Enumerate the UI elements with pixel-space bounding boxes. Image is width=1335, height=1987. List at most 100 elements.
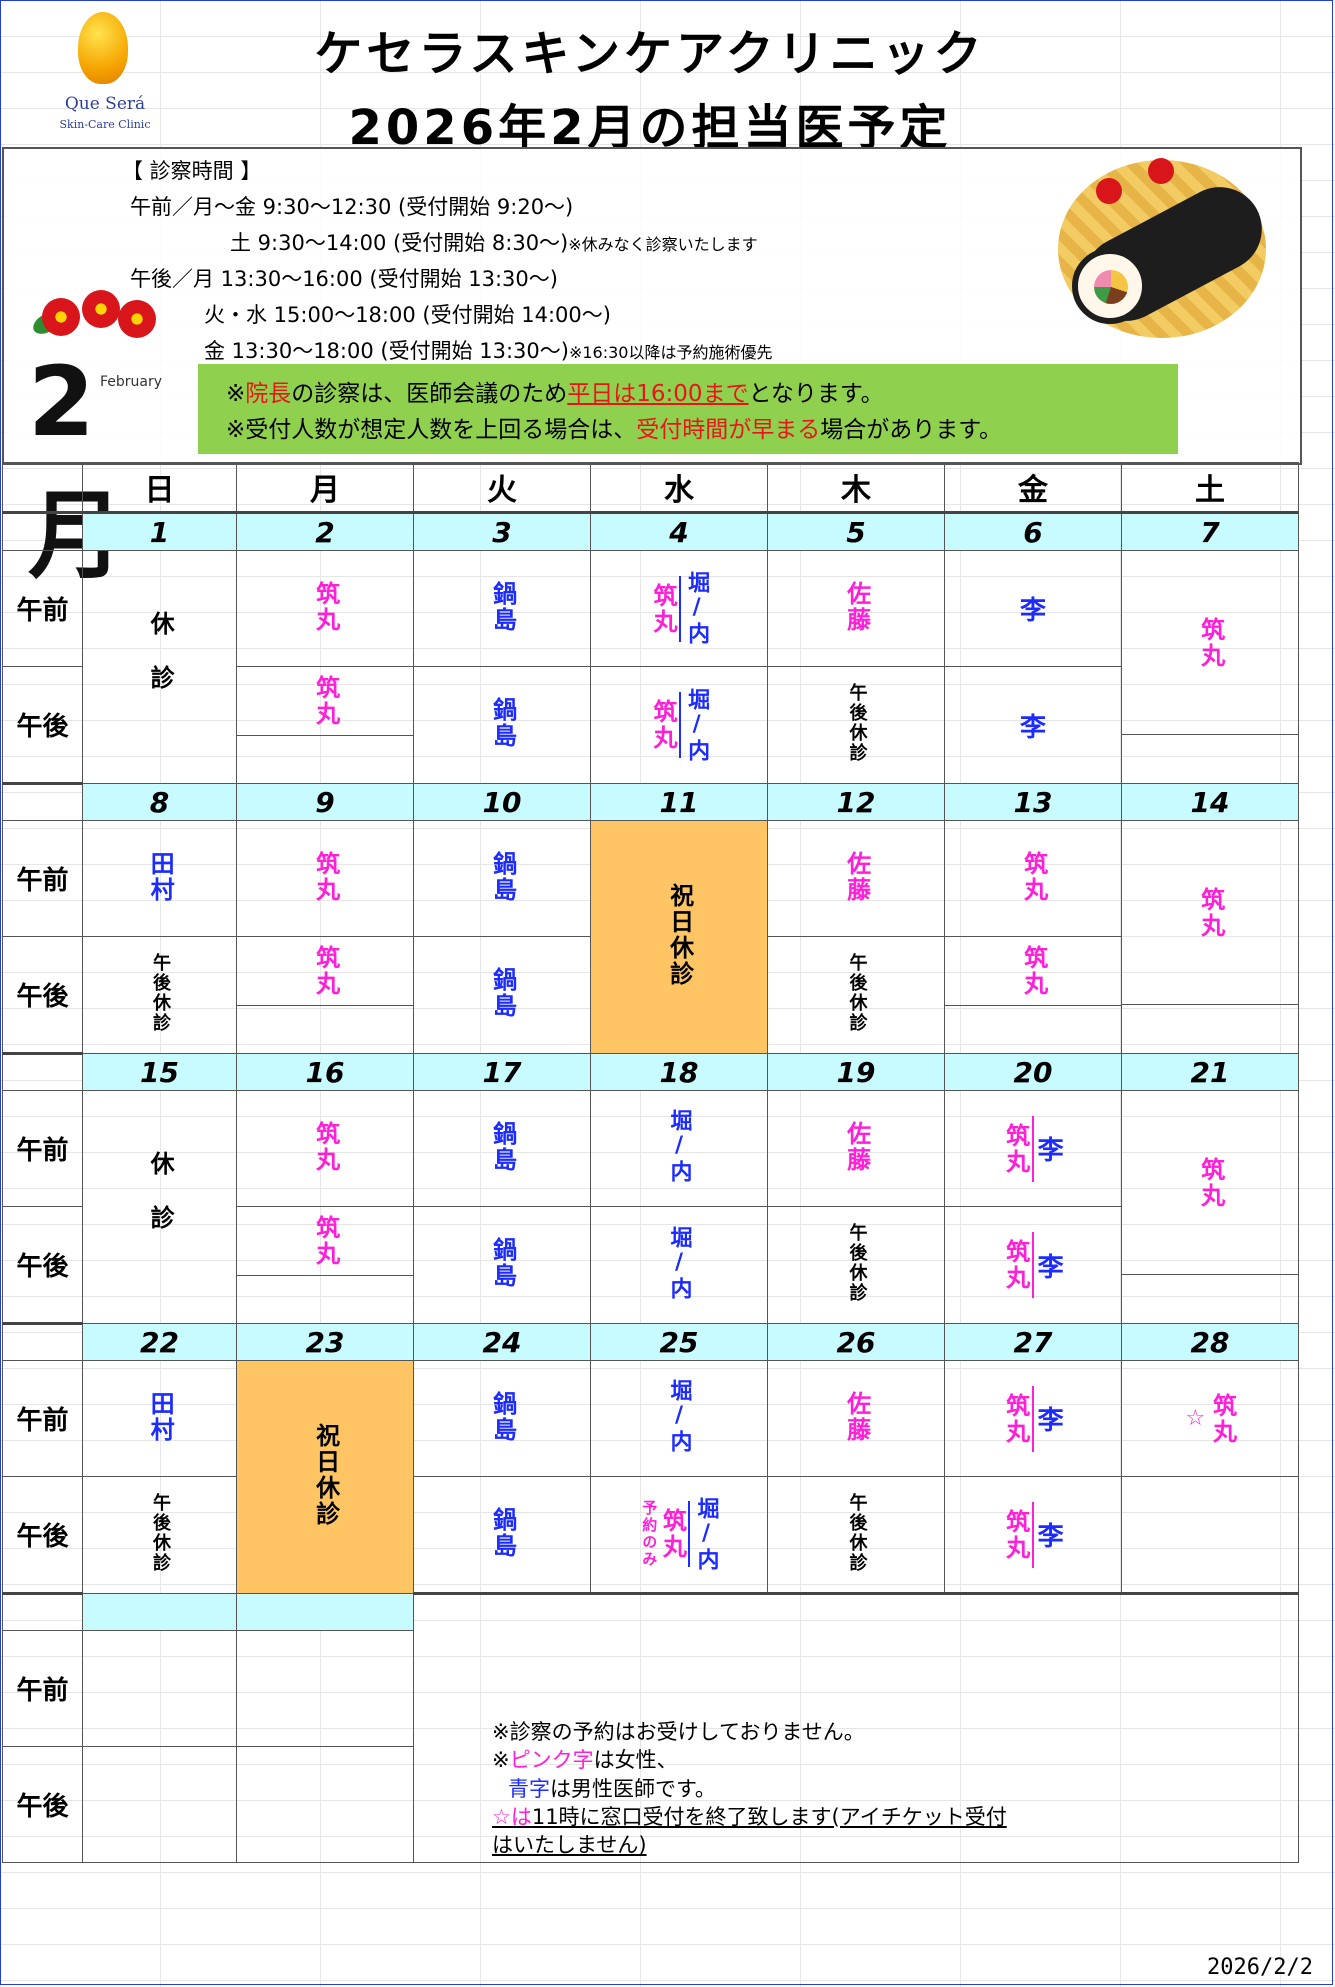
doctor-name: 筑丸 bbox=[649, 699, 678, 751]
date-cell: 13 bbox=[944, 783, 1122, 821]
schedule-cell bbox=[236, 1630, 414, 1747]
date-cell: 19 bbox=[767, 1053, 945, 1091]
holiday-cell: 祝日休診 bbox=[590, 820, 768, 1054]
pm-closed-text: 午後休診 bbox=[846, 1492, 868, 1573]
pm-label: 午後 bbox=[2, 1476, 83, 1594]
weekday-tue: 火 bbox=[413, 462, 591, 513]
hours-am-saturday: 土 9:30～14:00 (受付開始 8:30～)※休みなく診察いたします bbox=[230, 227, 758, 257]
date-cell: 26 bbox=[767, 1323, 945, 1361]
am-label: 午前 bbox=[2, 1630, 83, 1747]
schedule-cell: 田村 bbox=[82, 1360, 237, 1477]
hours-am-saturday-note: ※休みなく診察いたします bbox=[568, 235, 758, 254]
date-cell: 28 bbox=[1121, 1323, 1299, 1361]
doctor-name: 堀/内 bbox=[666, 1379, 692, 1454]
date-cell: 5 bbox=[767, 511, 945, 551]
plum-flower-icon bbox=[1096, 178, 1122, 204]
weekday-sat: 土 bbox=[1121, 462, 1299, 513]
schedule-cell: 筑丸堀/内 bbox=[590, 550, 768, 667]
am-row: 午前 bbox=[2, 1630, 1299, 1747]
schedule-cell: 筑丸 bbox=[1121, 820, 1299, 1054]
date-row: 8 9 10 11 12 13 14 bbox=[2, 782, 1299, 821]
ehomaki-illustration bbox=[1058, 152, 1277, 338]
date-cell: 16 bbox=[236, 1053, 414, 1091]
clinic-name: ケセラスキンケアクリニック bbox=[314, 26, 986, 82]
schedule-cell: 鍋島 bbox=[413, 550, 591, 667]
schedule-cell: 筑丸 bbox=[944, 936, 1122, 1054]
date-cell bbox=[82, 1593, 237, 1631]
date-cell: 2 bbox=[236, 511, 414, 551]
schedule-cell: 筑丸李 bbox=[944, 1476, 1122, 1594]
doctor-name: 鍋島 bbox=[488, 1506, 517, 1559]
date-cell: 7 bbox=[1121, 511, 1299, 551]
date-row: 22 23 24 25 26 27 28 bbox=[2, 1322, 1299, 1361]
schedule-cell: 堀/内 bbox=[590, 1206, 768, 1324]
date-cell: 14 bbox=[1121, 783, 1299, 821]
schedule-cell: 筑丸 bbox=[236, 820, 414, 937]
doctor-name: 李 bbox=[1037, 1252, 1064, 1283]
doctor-name: 筑丸 bbox=[311, 1214, 340, 1267]
am-label: 午前 bbox=[2, 1090, 83, 1207]
doctor-name: 田村 bbox=[146, 1390, 175, 1443]
doctor-name: 筑丸 bbox=[311, 674, 340, 727]
pm-closed-text: 午後休診 bbox=[846, 683, 868, 763]
am-row: 午前 休診 筑丸 鍋島 堀/内 佐藤 筑丸李 筑丸 bbox=[2, 1090, 1299, 1324]
doctor-name: 鍋島 bbox=[488, 850, 517, 903]
holiday-closed-text: 祝日休診 bbox=[311, 1423, 340, 1527]
date-row bbox=[2, 1592, 1299, 1863]
doctor-name: 李 bbox=[1037, 1406, 1064, 1436]
doctor-name: 筑丸 bbox=[1019, 944, 1048, 997]
date-cell: 25 bbox=[590, 1323, 768, 1361]
camellia-icon bbox=[118, 300, 156, 338]
schedule-cell: 筑丸 bbox=[236, 666, 414, 784]
doctor-name: 佐藤 bbox=[842, 1390, 871, 1443]
date-cell: 27 bbox=[944, 1323, 1122, 1361]
february-badge: 2月 February bbox=[22, 290, 172, 592]
doctor-name: 堀/内 bbox=[666, 1109, 692, 1184]
doctor-name: 筑丸 bbox=[1001, 1392, 1030, 1445]
schedule-cell: 佐藤 bbox=[767, 550, 945, 667]
doctor-name: 堀/内 bbox=[693, 1496, 719, 1572]
pm-label: 午後 bbox=[2, 666, 83, 784]
doctor-name: 筑丸 bbox=[311, 1120, 340, 1173]
schedule-cell: 筑丸 bbox=[236, 550, 414, 667]
schedule-cell: 李 bbox=[944, 666, 1122, 784]
month-word: February bbox=[100, 374, 163, 390]
pm-row: 午後 午後休診 鍋島 予約のみ筑丸堀/内 午後休診 筑丸李 bbox=[2, 1476, 1299, 1594]
pm-label: 午後 bbox=[2, 1206, 83, 1324]
schedule-cell: 田村 bbox=[82, 820, 237, 937]
doctor-name: 佐藤 bbox=[842, 1120, 871, 1173]
weekday-mon: 月 bbox=[236, 462, 414, 513]
schedule-cell: 午後休診 bbox=[82, 1476, 237, 1594]
schedule-cell bbox=[82, 1746, 237, 1863]
doctor-name: 筑丸 bbox=[1001, 1508, 1030, 1561]
schedule-cell: 午後休診 bbox=[767, 1206, 945, 1324]
schedule-cell: ☆筑丸 bbox=[1121, 1360, 1299, 1477]
date-cell: 15 bbox=[82, 1053, 237, 1091]
date-cell: 24 bbox=[413, 1323, 591, 1361]
print-date: 2026/2/2 bbox=[1207, 1955, 1313, 1980]
weekday-fri: 金 bbox=[944, 462, 1122, 513]
hours-pm-monday: 午後／月 13:30～16:00 (受付開始 13:30～) bbox=[130, 267, 558, 291]
am-row: 午前 田村 筑丸 鍋島 祝日休診 佐藤 筑丸 筑丸 bbox=[2, 820, 1299, 1054]
note-line-1: ※診察の予約はお受けしておりません。 bbox=[492, 1720, 865, 1744]
note-line-5: はいたしません) bbox=[492, 1833, 647, 1858]
doctor-name: 鍋島 bbox=[488, 697, 517, 749]
doctor-name: 田村 bbox=[146, 850, 175, 903]
pm-row: 午後 bbox=[2, 1746, 1299, 1863]
notes-text: ※診察の予約はお受けしておりません。 ※ピンク字は女性、 青字は男性医師です。 … bbox=[492, 1718, 1052, 1860]
date-cell: 23 bbox=[236, 1323, 414, 1361]
schedule-cell: 筑丸李 bbox=[944, 1360, 1122, 1477]
notice-line-2: ※受付人数が想定人数を上回る場合は、受付時間が早まる場合があります。 bbox=[226, 417, 1002, 443]
date-cell: 4 bbox=[590, 511, 768, 551]
hours-am-weekday: 午前／月～金 9:30～12:30 (受付開始 9:20～) bbox=[130, 195, 574, 219]
am-label: 午前 bbox=[2, 820, 83, 937]
am-row: 午前 田村 祝日休診 鍋島 堀/内 佐藤 筑丸李 ☆筑丸 bbox=[2, 1360, 1299, 1594]
notice-box: ※院長の診察は、医師会議のため平日は16:00までとなります。 ※受付人数が想定… bbox=[198, 364, 1178, 454]
date-cell: 20 bbox=[944, 1053, 1122, 1091]
clinic-logo: Que Será Skin-Care Clinic bbox=[40, 6, 170, 142]
weekday-thu: 木 bbox=[767, 462, 945, 513]
doctor-name: 筑丸 bbox=[658, 1508, 687, 1561]
holiday-closed-text: 祝日休診 bbox=[665, 883, 694, 987]
logo-brand: Que Será bbox=[64, 94, 146, 114]
pm-closed-text: 午後休診 bbox=[846, 953, 868, 1033]
